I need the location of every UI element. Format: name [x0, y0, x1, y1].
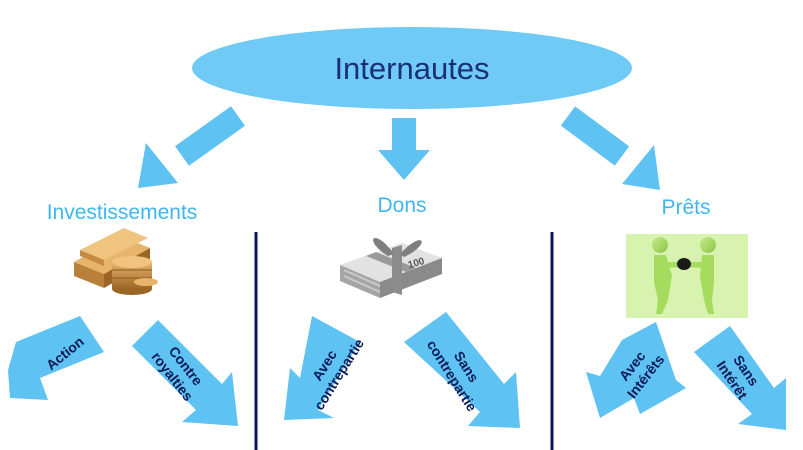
arrow-to-dons: [378, 118, 430, 180]
branch-title-dons: Dons: [377, 194, 426, 217]
root-label: Internautes: [334, 51, 489, 86]
figures-exchanging-money-icon: [626, 234, 748, 318]
gift-wrapped-banknotes-icon: 100: [340, 237, 442, 298]
banknote-denomination: 100: [407, 256, 426, 271]
arrow-avec-contrepartie: [284, 316, 360, 420]
arrow-contre-royalties: [132, 320, 238, 426]
arrow-to-investissements: [138, 106, 245, 188]
arrow-action: [8, 316, 104, 400]
branch-title-investissements: Investissements: [47, 201, 198, 224]
arrow-sans-contrepartie: [404, 312, 520, 428]
arrow-to-prets: [560, 106, 660, 190]
gold-bars-coins-icon: [74, 228, 158, 295]
root-ellipse: [192, 27, 632, 109]
arrow-sans-interet: [694, 326, 786, 430]
arrow-avec-interets: [586, 322, 686, 418]
branch-title-prets: Prêts: [661, 196, 710, 219]
